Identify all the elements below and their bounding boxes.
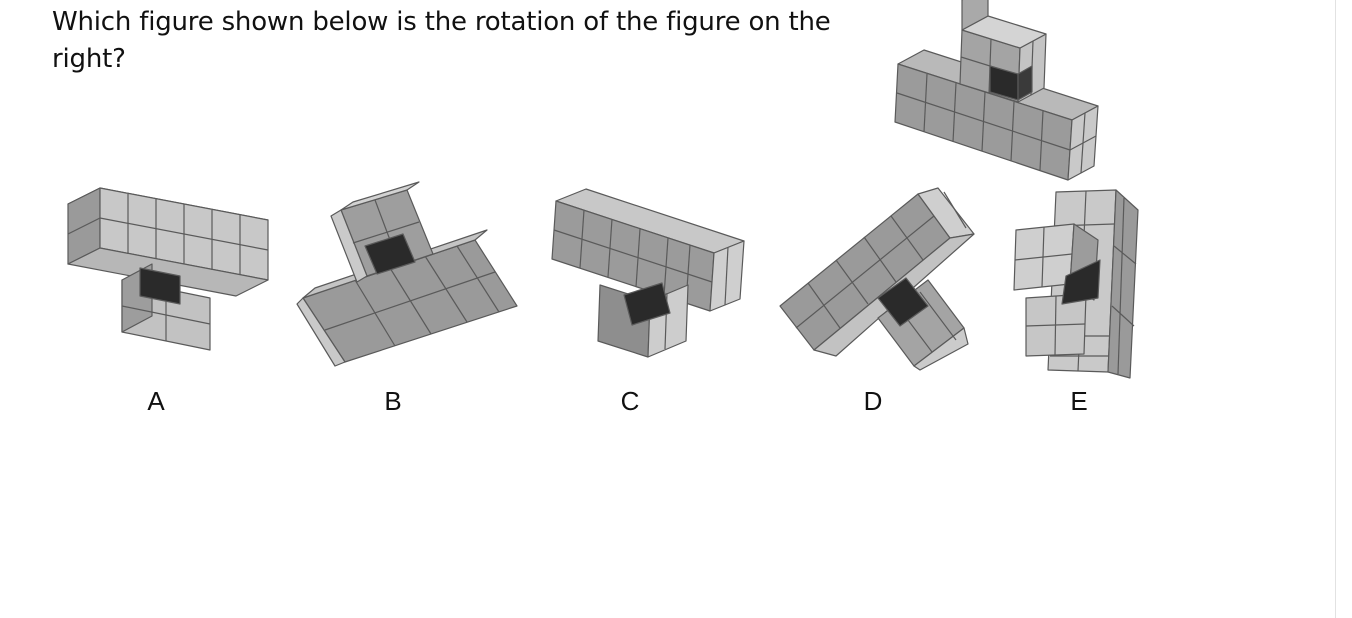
option-b-label[interactable]: B <box>384 386 402 416</box>
option-e-label[interactable]: E <box>1070 386 1088 416</box>
reference-figure <box>894 0 1099 181</box>
scrollbar[interactable] <box>1335 0 1352 618</box>
option-d-figure <box>779 187 975 371</box>
question-text: Which figure shown below is the rotation… <box>52 7 831 74</box>
option-d-label[interactable]: D <box>863 386 883 416</box>
option-a-label[interactable]: A <box>147 386 165 416</box>
option-a-figure <box>67 187 269 351</box>
option-e-figure <box>1013 189 1139 379</box>
option-c-figure <box>551 188 745 358</box>
option-c-label[interactable]: C <box>620 386 640 416</box>
option-b-figure <box>296 181 518 367</box>
